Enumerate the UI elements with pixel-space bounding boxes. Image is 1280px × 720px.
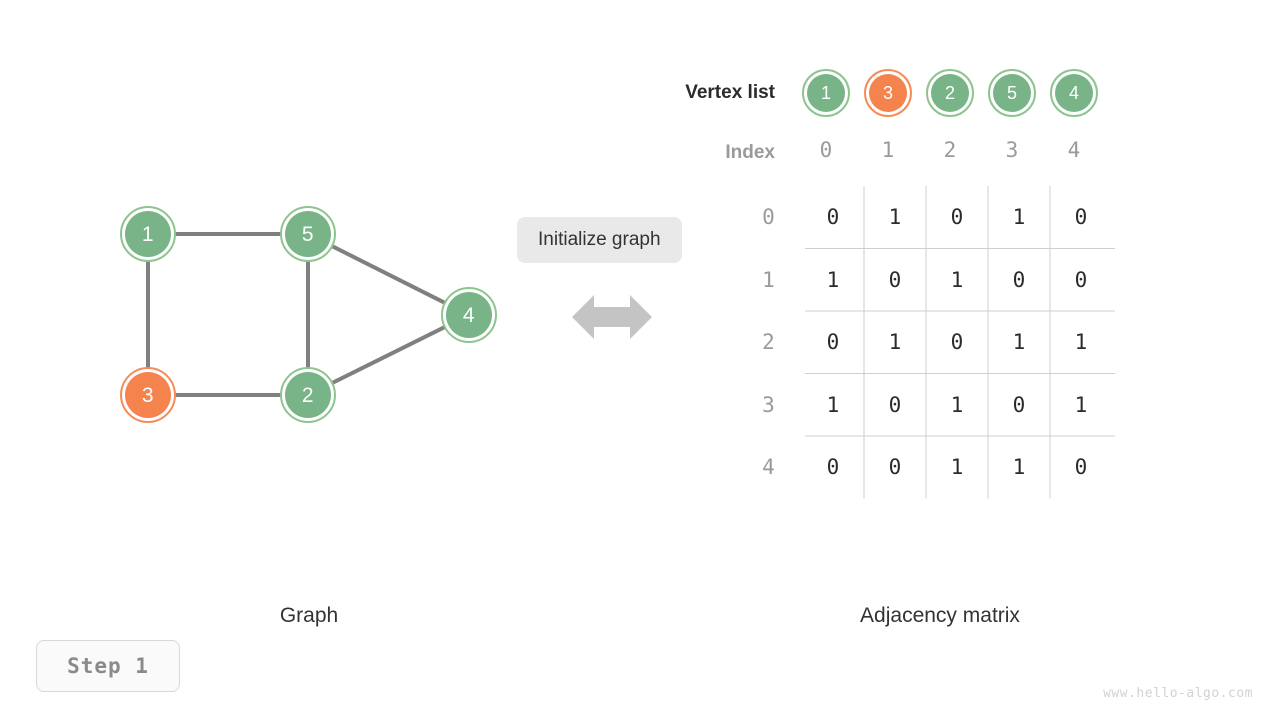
vertex-list-item-4[interactable]: 4: [1050, 69, 1098, 117]
matrix-cell-2-0[interactable]: 0: [826, 330, 840, 355]
matrix-cell-1-0[interactable]: 1: [826, 267, 840, 292]
vertex-label: 5: [1006, 83, 1017, 103]
graph-edges: [146, 232, 447, 397]
graph-node-5[interactable]: 5: [280, 206, 336, 262]
matrix-cell-0-2[interactable]: 0: [950, 205, 964, 230]
node-ring: [120, 367, 176, 423]
matrix-cell-1-4[interactable]: 0: [1074, 267, 1088, 292]
matrix-row-label-1: 1: [762, 267, 775, 292]
matrix-caption: Adjacency matrix: [860, 604, 1020, 627]
matrix-cell-4-4[interactable]: 0: [1074, 455, 1088, 480]
vertex-label: 1: [820, 83, 831, 103]
step-badge: Step 1: [36, 640, 180, 692]
graph-edge: [330, 324, 447, 386]
matrix-cell-3-1[interactable]: 0: [888, 392, 902, 417]
vertex-ring: [988, 69, 1036, 117]
index-header-row: 0 1 2 3 4: [802, 138, 1098, 162]
graph-node-1[interactable]: 1: [120, 206, 176, 262]
graph-edge: [330, 243, 447, 306]
node-label: 3: [141, 383, 155, 407]
index-label: Index: [725, 142, 775, 163]
matrix-cell-4-1[interactable]: 0: [888, 455, 902, 480]
graph-node-4[interactable]: 4: [441, 287, 497, 343]
vertex-list-item-2[interactable]: 2: [926, 69, 974, 117]
vertex-label: 3: [882, 83, 893, 103]
matrix-cell-1-1[interactable]: 0: [888, 267, 902, 292]
node-ring: [441, 287, 497, 343]
matrix-cell-3-3[interactable]: 0: [1012, 392, 1026, 417]
matrix-cell-2-1[interactable]: 1: [888, 330, 902, 355]
node-ring: [280, 367, 336, 423]
vertex-list-item-0[interactable]: 1: [802, 69, 850, 117]
graph-panel: 1 5 4 3 2: [0, 0, 520, 720]
matrix-row: 3 1 0 1 0 1: [735, 374, 1112, 437]
matrix-cell-2-4[interactable]: 1: [1074, 330, 1088, 355]
matrix-cell-2-3[interactable]: 1: [1012, 330, 1026, 355]
matrix-rows: 0 0 1 0 1 0 1 1 0 1 0 0 2 0 1 0 1 1 3 1 0 1 0 1 4 0 0 1 1 0: [735, 186, 1112, 499]
matrix-row: 4 0 0 1 1 0: [735, 436, 1112, 499]
double-arrow-horizontal-icon: [572, 295, 652, 339]
vertex-list-item-1[interactable]: 3: [864, 69, 912, 117]
vertex-label: 2: [944, 83, 955, 103]
graph-node-2[interactable]: 2: [280, 367, 336, 423]
graph-node-3[interactable]: 3: [120, 367, 176, 423]
watermark: www.hello-algo.com: [1103, 686, 1253, 701]
matrix-cell-3-4[interactable]: 1: [1074, 392, 1088, 417]
index-header-cell-3: 3: [1005, 138, 1019, 162]
node-label: 1: [141, 222, 155, 246]
vertex-ring: [864, 69, 912, 117]
matrix-cell-1-3[interactable]: 0: [1012, 267, 1026, 292]
matrix-cell-3-2[interactable]: 1: [950, 392, 964, 417]
node-label: 5: [301, 222, 315, 246]
vertex-ring: [802, 69, 850, 117]
index-header-cell-0: 0: [819, 138, 833, 162]
operation-annotation: Initialize graph: [500, 180, 740, 380]
matrix-row: 1 1 0 1 0 0: [735, 249, 1112, 312]
vertex-label: 4: [1068, 83, 1079, 103]
vertex-list-item-3[interactable]: 5: [988, 69, 1036, 117]
matrix-row-label-3: 3: [762, 392, 775, 417]
matrix-row-label-4: 4: [762, 455, 775, 480]
matrix-cell-4-2[interactable]: 1: [950, 455, 964, 480]
node-label: 2: [301, 383, 315, 407]
index-header-cell-1: 1: [881, 138, 895, 162]
matrix-cell-2-2[interactable]: 0: [950, 330, 964, 355]
vertex-ring: [1050, 69, 1098, 117]
matrix-row: 0 0 1 0 1 0: [735, 186, 1112, 249]
operation-label: Initialize graph: [517, 217, 682, 263]
vertex-ring: [926, 69, 974, 117]
matrix-row-label-0: 0: [762, 205, 775, 230]
matrix-cell-0-3[interactable]: 1: [1012, 205, 1026, 230]
node-ring: [280, 206, 336, 262]
matrix-cell-4-0[interactable]: 0: [826, 455, 840, 480]
matrix-row: 2 0 1 0 1 1: [735, 311, 1112, 374]
vertex-list-label: Vertex list: [685, 82, 775, 103]
matrix-cell-3-0[interactable]: 1: [826, 392, 840, 417]
index-header-cell-4: 4: [1067, 138, 1081, 162]
node-label: 4: [462, 303, 476, 327]
matrix-grid: 0 0 1 0 1 0 1 1 0 1 0 0 2 0 1 0 1 1 3 1 0 1 0 1 4 0 0 1 1 0: [735, 186, 1115, 499]
matrix-row-label-2: 2: [762, 330, 775, 355]
vertex-list-row: 1 3 2 5 4: [802, 69, 1098, 117]
matrix-cell-0-4[interactable]: 0: [1074, 205, 1088, 230]
matrix-cell-4-3[interactable]: 1: [1012, 455, 1026, 480]
matrix-cell-1-2[interactable]: 1: [950, 267, 964, 292]
graph-caption: Graph: [279, 604, 339, 627]
matrix-cell-0-0[interactable]: 0: [826, 205, 840, 230]
index-header-cell-2: 2: [943, 138, 957, 162]
node-ring: [120, 206, 176, 262]
matrix-cell-0-1[interactable]: 1: [888, 205, 902, 230]
